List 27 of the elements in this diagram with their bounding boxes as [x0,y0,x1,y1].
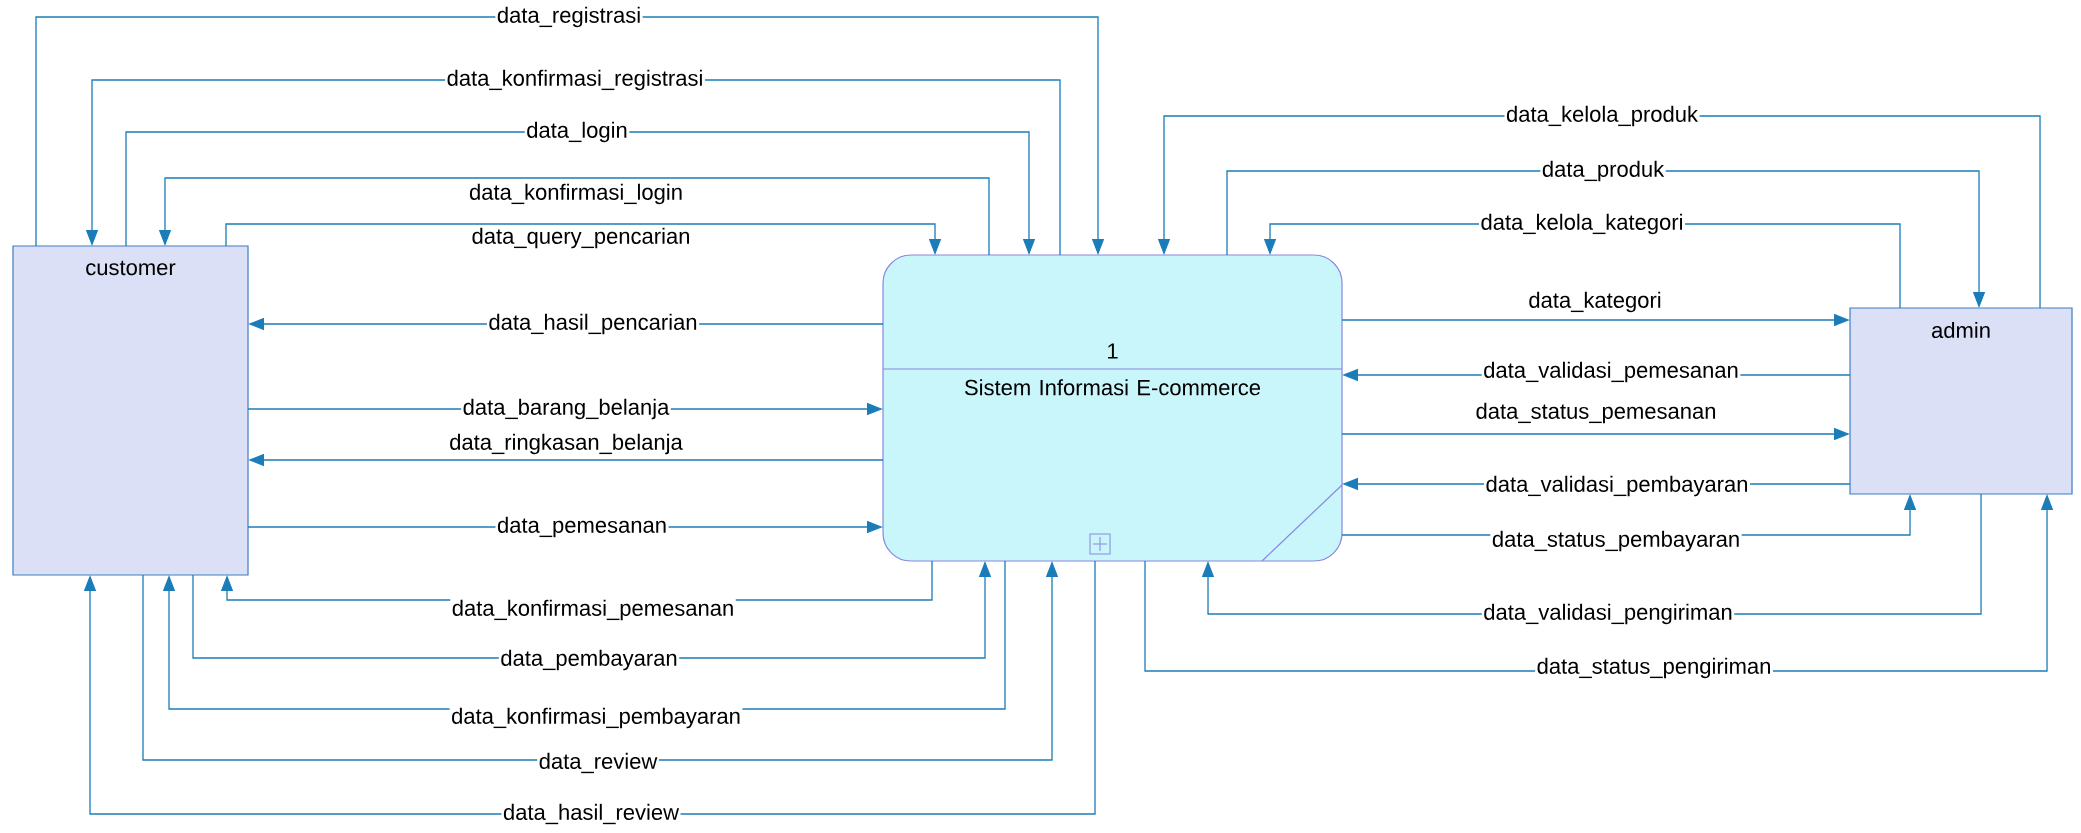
edge-label: data_kelola_produk [1504,104,1700,128]
edge-label: data_registrasi [495,5,643,29]
edge-label: data_barang_belanja [461,397,671,421]
edge-label: data_query_pencarian [470,226,692,250]
edge-label: data_konfirmasi_registrasi [445,68,705,92]
edge-label: data_konfirmasi_pemesanan [450,598,736,622]
external-entity-box: admin [1849,307,2073,495]
external-entity-box: customer [12,245,249,576]
process-box: 1 Sistem Informasi E-commerce [882,254,1343,562]
edge-label: data_login [524,120,630,144]
edge-label: data_validasi_pengiriman [1481,602,1735,626]
edge-label: data_hasil_pencarian [486,312,700,336]
edge-label: data_kategori [1526,290,1664,314]
edge-label: data_status_pengiriman [1535,656,1773,680]
edge-label: data_produk [1540,159,1666,183]
edge-label: data_konfirmasi_pembayaran [449,706,743,730]
edge-label: data_validasi_pembayaran [1484,474,1750,498]
edge-label: data_status_pemesanan [1474,401,1718,425]
edge-label: data_ringkasan_belanja [447,432,685,456]
edge-label: data_review [537,751,659,775]
edge-label: data_konfirmasi_login [467,182,685,206]
edge-label: data_pembayaran [498,648,680,672]
edge-label: data_pemesanan [495,515,669,539]
edge-label: data_hasil_review [501,802,681,826]
edge-label: data_validasi_pemesanan [1481,360,1741,384]
edge-label: data_status_pembayaran [1490,529,1742,553]
edge-label: data_kelola_kategori [1479,212,1686,236]
